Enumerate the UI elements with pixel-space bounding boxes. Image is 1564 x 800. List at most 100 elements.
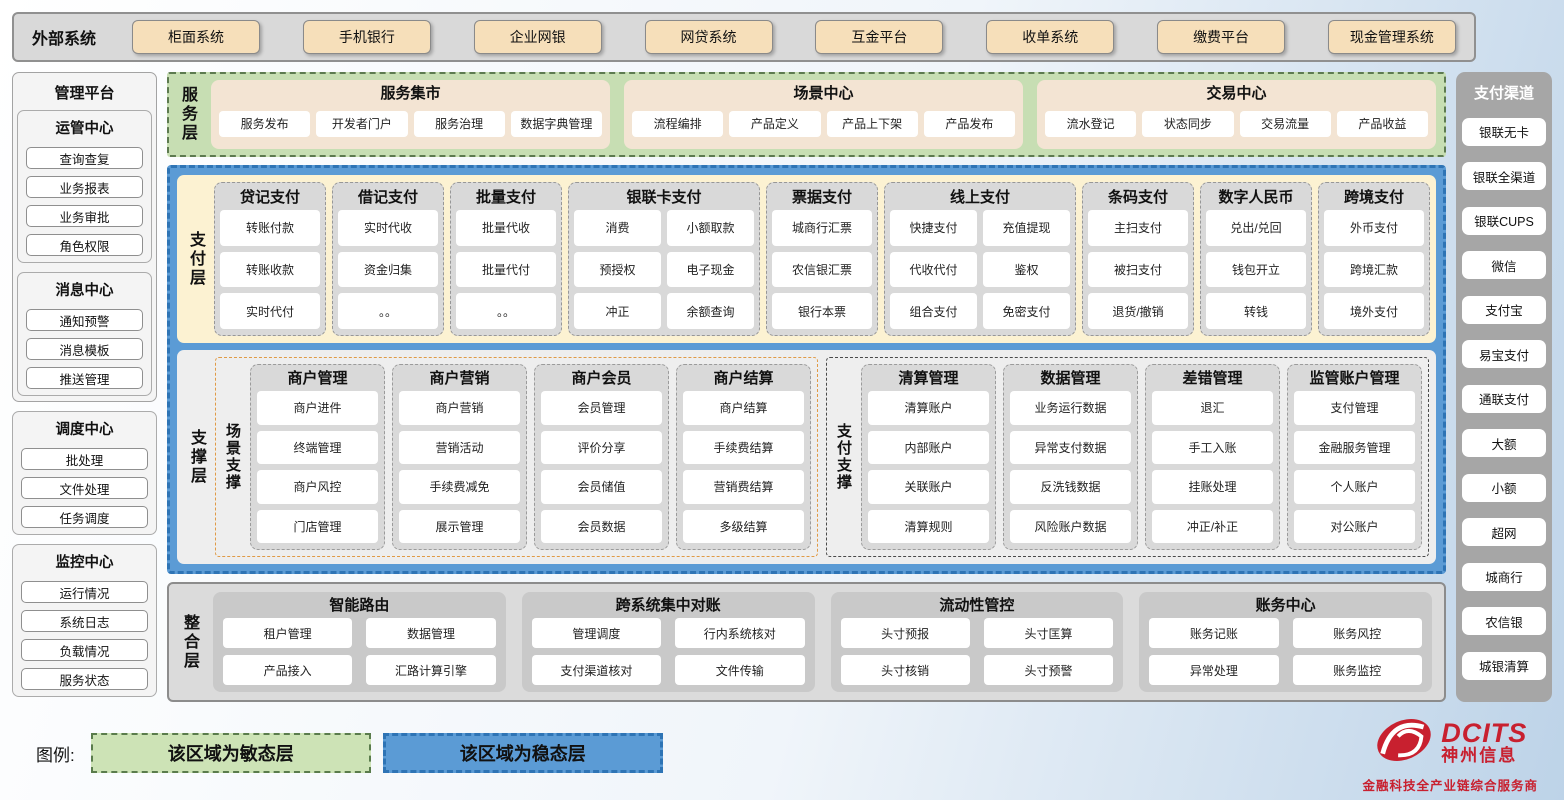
payment-channel-button[interactable]: 银联CUPS [1462, 207, 1546, 235]
service-function-button[interactable]: 产品上下架 [827, 111, 918, 137]
support-function-button[interactable]: 会员数据 [541, 510, 662, 544]
support-function-button[interactable]: 退汇 [1152, 391, 1273, 425]
service-function-button[interactable]: 流程编排 [632, 111, 723, 137]
external-system-button[interactable]: 企业网银 [474, 20, 602, 54]
support-function-button[interactable]: 个人账户 [1294, 470, 1415, 504]
support-function-button[interactable]: 异常支付数据 [1010, 431, 1131, 465]
payment-function-button[interactable]: 。。 [456, 293, 556, 329]
payment-function-button[interactable]: 退货/撤销 [1088, 293, 1188, 329]
management-function-button[interactable]: 文件处理 [21, 477, 148, 499]
support-function-button[interactable]: 清算账户 [868, 391, 989, 425]
management-function-button[interactable]: 消息模板 [26, 338, 143, 360]
payment-channel-button[interactable]: 银联无卡 [1462, 118, 1546, 146]
payment-function-button[interactable]: 。。 [338, 293, 438, 329]
service-function-button[interactable]: 开发者门户 [316, 111, 407, 137]
payment-channel-button[interactable]: 超网 [1462, 518, 1546, 546]
payment-channel-button[interactable]: 通联支付 [1462, 385, 1546, 413]
integration-function-button[interactable]: 账务监控 [1293, 655, 1422, 685]
management-function-button[interactable]: 业务审批 [26, 205, 143, 227]
service-function-button[interactable]: 流水登记 [1045, 111, 1136, 137]
integration-function-button[interactable]: 租户管理 [223, 618, 352, 648]
external-system-button[interactable]: 缴费平台 [1157, 20, 1285, 54]
integration-function-button[interactable]: 头寸匡算 [984, 618, 1113, 648]
support-function-button[interactable]: 商户风控 [257, 470, 378, 504]
payment-function-button[interactable]: 跨境汇款 [1324, 252, 1424, 288]
management-function-button[interactable]: 查询查复 [26, 147, 143, 169]
support-function-button[interactable]: 营销活动 [399, 431, 520, 465]
support-function-button[interactable]: 营销费结算 [683, 470, 804, 504]
integration-function-button[interactable]: 产品接入 [223, 655, 352, 685]
support-function-button[interactable]: 商户结算 [683, 391, 804, 425]
support-function-button[interactable]: 对公账户 [1294, 510, 1415, 544]
integration-function-button[interactable]: 文件传输 [675, 655, 804, 685]
management-function-button[interactable]: 运行情况 [21, 581, 148, 603]
payment-function-button[interactable]: 免密支付 [983, 293, 1070, 329]
payment-function-button[interactable]: 实时代付 [220, 293, 320, 329]
payment-function-button[interactable]: 钱包开立 [1206, 252, 1306, 288]
service-function-button[interactable]: 状态同步 [1142, 111, 1233, 137]
payment-function-button[interactable]: 预授权 [574, 252, 661, 288]
payment-function-button[interactable]: 批量代付 [456, 252, 556, 288]
payment-channel-button[interactable]: 微信 [1462, 251, 1546, 279]
management-function-button[interactable]: 推送管理 [26, 367, 143, 389]
integration-function-button[interactable]: 头寸预报 [841, 618, 970, 648]
management-function-button[interactable]: 业务报表 [26, 176, 143, 198]
payment-function-button[interactable]: 外币支付 [1324, 210, 1424, 246]
support-function-button[interactable]: 冲正/补正 [1152, 510, 1273, 544]
external-system-button[interactable]: 收单系统 [986, 20, 1114, 54]
support-function-button[interactable]: 商户营销 [399, 391, 520, 425]
service-function-button[interactable]: 数据字典管理 [511, 111, 602, 137]
payment-function-button[interactable]: 鉴权 [983, 252, 1070, 288]
integration-function-button[interactable]: 账务记账 [1149, 618, 1278, 648]
support-function-button[interactable]: 多级结算 [683, 510, 804, 544]
external-system-button[interactable]: 网贷系统 [645, 20, 773, 54]
support-function-button[interactable]: 手工入账 [1152, 431, 1273, 465]
support-function-button[interactable]: 内部账户 [868, 431, 989, 465]
service-function-button[interactable]: 产品定义 [729, 111, 820, 137]
management-function-button[interactable]: 服务状态 [21, 668, 148, 690]
payment-function-button[interactable]: 转账付款 [220, 210, 320, 246]
management-function-button[interactable]: 系统日志 [21, 610, 148, 632]
payment-channel-button[interactable]: 农信银 [1462, 607, 1546, 635]
support-function-button[interactable]: 业务运行数据 [1010, 391, 1131, 425]
service-function-button[interactable]: 产品收益 [1337, 111, 1428, 137]
integration-function-button[interactable]: 支付渠道核对 [532, 655, 661, 685]
support-function-button[interactable]: 门店管理 [257, 510, 378, 544]
support-function-button[interactable]: 手续费结算 [683, 431, 804, 465]
external-system-button[interactable]: 柜面系统 [132, 20, 260, 54]
management-function-button[interactable]: 批处理 [21, 448, 148, 470]
payment-function-button[interactable]: 城商行汇票 [772, 210, 872, 246]
payment-channel-button[interactable]: 易宝支付 [1462, 340, 1546, 368]
external-system-button[interactable]: 互金平台 [815, 20, 943, 54]
payment-function-button[interactable]: 电子现金 [667, 252, 754, 288]
payment-channel-button[interactable]: 城银清算 [1462, 652, 1546, 680]
support-function-button[interactable]: 终端管理 [257, 431, 378, 465]
payment-function-button[interactable]: 银行本票 [772, 293, 872, 329]
payment-function-button[interactable]: 组合支付 [890, 293, 977, 329]
support-function-button[interactable]: 手续费减免 [399, 470, 520, 504]
management-function-button[interactable]: 负载情况 [21, 639, 148, 661]
payment-function-button[interactable]: 境外支付 [1324, 293, 1424, 329]
payment-function-button[interactable]: 实时代收 [338, 210, 438, 246]
external-system-button[interactable]: 手机银行 [303, 20, 431, 54]
service-function-button[interactable]: 产品发布 [924, 111, 1015, 137]
service-function-button[interactable]: 服务发布 [219, 111, 310, 137]
support-function-button[interactable]: 关联账户 [868, 470, 989, 504]
payment-function-button[interactable]: 转钱 [1206, 293, 1306, 329]
payment-function-button[interactable]: 消费 [574, 210, 661, 246]
support-function-button[interactable]: 清算规则 [868, 510, 989, 544]
payment-function-button[interactable]: 快捷支付 [890, 210, 977, 246]
payment-channel-button[interactable]: 银联全渠道 [1462, 162, 1546, 190]
integration-function-button[interactable]: 数据管理 [366, 618, 495, 648]
payment-function-button[interactable]: 充值提现 [983, 210, 1070, 246]
payment-function-button[interactable]: 转账收款 [220, 252, 320, 288]
payment-channel-button[interactable]: 支付宝 [1462, 296, 1546, 324]
external-system-button[interactable]: 现金管理系统 [1328, 20, 1456, 54]
payment-channel-button[interactable]: 大额 [1462, 429, 1546, 457]
payment-function-button[interactable]: 兑出/兑回 [1206, 210, 1306, 246]
payment-function-button[interactable]: 被扫支付 [1088, 252, 1188, 288]
payment-function-button[interactable]: 余额查询 [667, 293, 754, 329]
service-function-button[interactable]: 服务治理 [414, 111, 505, 137]
integration-function-button[interactable]: 头寸预警 [984, 655, 1113, 685]
support-function-button[interactable]: 会员管理 [541, 391, 662, 425]
